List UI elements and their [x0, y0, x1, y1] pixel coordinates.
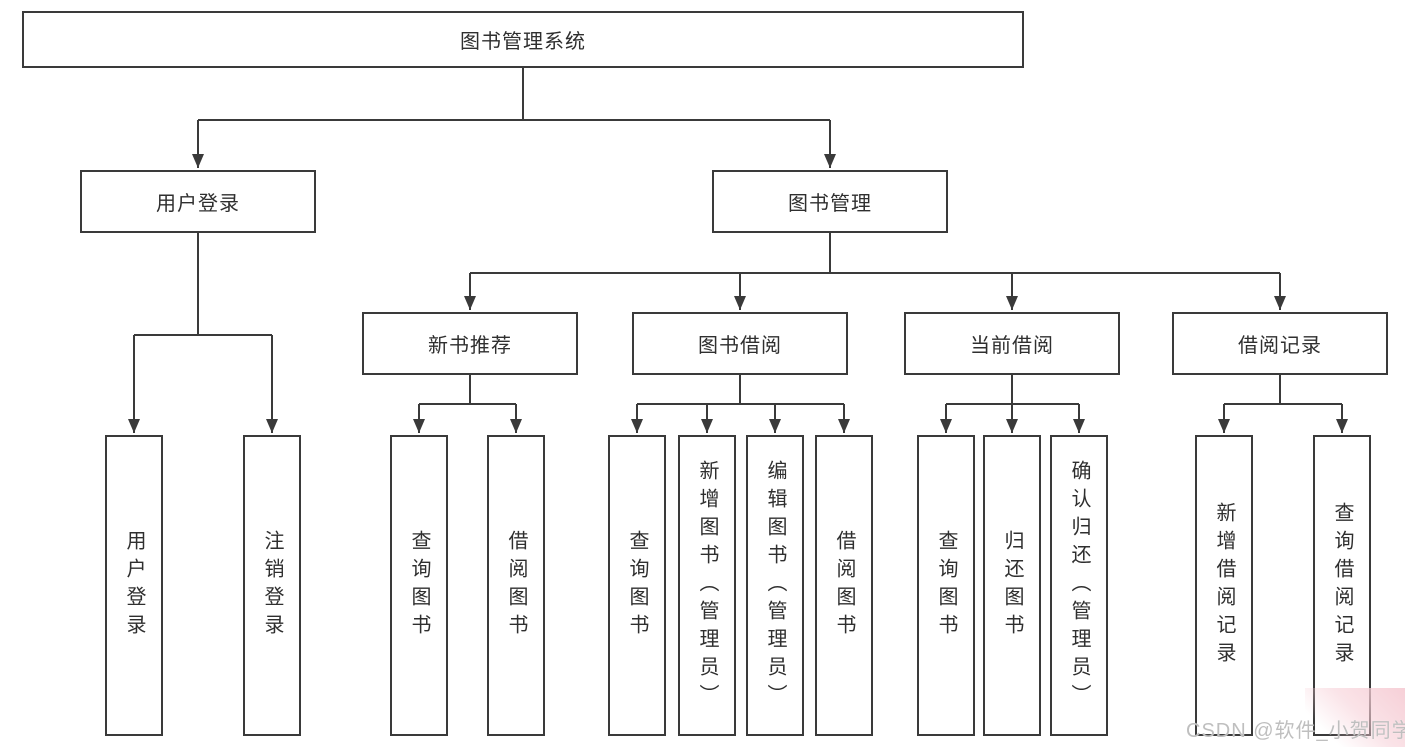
node-label: 当前借阅	[970, 335, 1054, 357]
leaf-borrow-add-books-admin: 新增图书（管理员）	[678, 435, 736, 736]
leaf-user-login: 用户登录	[105, 435, 163, 736]
leaf-label: 确认归还（管理员）	[1068, 459, 1090, 712]
node-book-borrowing: 图书借阅	[632, 312, 848, 375]
leaf-borrow-borrow-books: 借阅图书	[815, 435, 873, 736]
node-user-login: 用户登录	[80, 170, 316, 233]
leaf-label: 归还图书	[1001, 529, 1023, 642]
leaf-borrow-edit-books-admin: 编辑图书（管理员）	[746, 435, 804, 736]
node-label: 借阅记录	[1238, 335, 1322, 357]
leaf-label: 查询借阅记录	[1331, 501, 1353, 670]
leaf-label: 查询图书	[408, 529, 430, 642]
leaf-label: 编辑图书（管理员）	[764, 459, 786, 712]
node-library-management-system: 图书管理系统	[22, 11, 1024, 68]
leaf-label: 新增借阅记录	[1213, 501, 1235, 670]
node-borrowing-records: 借阅记录	[1172, 312, 1388, 375]
leaf-current-return-books: 归还图书	[983, 435, 1041, 736]
node-label: 图书管理	[788, 193, 872, 215]
leaf-newbook-query-books: 查询图书	[390, 435, 448, 736]
leaf-newbook-borrow-books: 借阅图书	[487, 435, 545, 736]
leaf-current-query-books: 查询图书	[917, 435, 975, 736]
watermark: CSDN @软件_小贺同学	[1186, 720, 1405, 742]
leaf-records-query-record: 查询借阅记录	[1313, 435, 1371, 736]
leaf-records-add-record: 新增借阅记录	[1195, 435, 1253, 736]
node-label: 用户登录	[156, 193, 240, 215]
leaf-label: 借阅图书	[505, 529, 527, 642]
node-label: 图书借阅	[698, 335, 782, 357]
node-current-borrowing: 当前借阅	[904, 312, 1120, 375]
leaf-borrow-query-books: 查询图书	[608, 435, 666, 736]
leaf-logout: 注销登录	[243, 435, 301, 736]
leaf-label: 用户登录	[123, 529, 145, 642]
leaf-label: 查询图书	[626, 529, 648, 642]
node-new-book-recommendation: 新书推荐	[362, 312, 578, 375]
node-label: 图书管理系统	[460, 31, 586, 53]
node-book-management: 图书管理	[712, 170, 948, 233]
leaf-label: 注销登录	[261, 529, 283, 642]
leaf-label: 借阅图书	[833, 529, 855, 642]
leaf-current-confirm-return-admin: 确认归还（管理员）	[1050, 435, 1108, 736]
node-label: 新书推荐	[428, 335, 512, 357]
leaf-label: 新增图书（管理员）	[696, 459, 718, 712]
leaf-label: 查询图书	[935, 529, 957, 642]
